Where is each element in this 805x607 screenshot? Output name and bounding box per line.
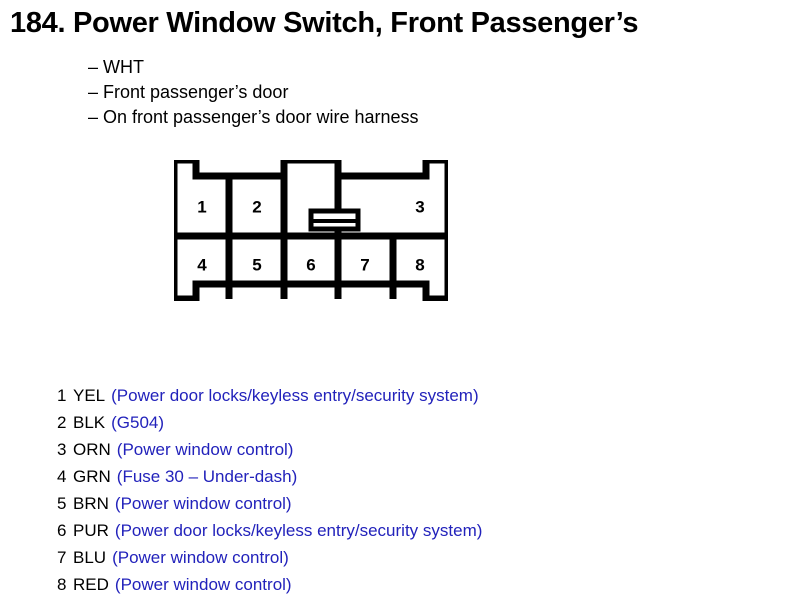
dash-marker: – [88, 82, 99, 102]
pin-label-1: 1 [197, 197, 206, 216]
pin-legend-row: 5 BRN (Power window control) [57, 490, 757, 517]
pin-number: 7 [57, 548, 67, 567]
wire-color-code: PUR [73, 521, 109, 540]
pin-label-3: 3 [415, 197, 424, 216]
circuit-description: (Power window control) [114, 494, 292, 513]
pin-number: 4 [57, 467, 67, 486]
subtitle-text: WHT [103, 57, 144, 77]
pin-legend-row: 2 BLK (G504) [57, 409, 757, 436]
wire-color-code: GRN [73, 467, 111, 486]
pin-legend-row: 6 PUR (Power door locks/keyless entry/se… [57, 517, 757, 544]
subtitle-item: – Front passenger’s door [88, 80, 648, 105]
dash-marker: – [88, 107, 99, 127]
subtitle-item: – On front passenger’s door wire harness [88, 105, 648, 130]
wire-color-code: BLK [73, 413, 106, 432]
pin-number: 1 [57, 386, 67, 405]
subtitle-item: – WHT [88, 55, 648, 80]
pin-legend-list: 1 YEL (Power door locks/keyless entry/se… [57, 382, 757, 598]
pin-number: 3 [57, 440, 67, 459]
circuit-description: (Power door locks/keyless entry/security… [114, 521, 483, 540]
circuit-description: (Power window control) [112, 548, 289, 567]
pin-label-2: 2 [252, 197, 261, 216]
wire-color-code: YEL [73, 386, 106, 405]
pin-label-8: 8 [415, 255, 424, 274]
wire-color-code: BLU [73, 548, 107, 567]
subtitle-text: On front passenger’s door wire harness [103, 107, 419, 127]
pin-legend-row: 7 BLU (Power window control) [57, 544, 757, 571]
connector-diagram: 1 2 3 4 5 6 7 8 [174, 160, 448, 301]
wire-color-code: BRN [73, 494, 109, 513]
circuit-description: (Power window control) [116, 440, 294, 459]
subtitle-list: – WHT – Front passenger’s door – On fron… [88, 55, 648, 130]
subtitle-text: Front passenger’s door [103, 82, 289, 102]
pin-number: 8 [57, 575, 67, 594]
wire-color-code: ORN [73, 440, 111, 459]
pin-legend-row: 1 YEL (Power door locks/keyless entry/se… [57, 382, 757, 409]
pin-number: 2 [57, 413, 67, 432]
pin-label-6: 6 [306, 255, 315, 274]
circuit-description: (G504) [111, 413, 165, 432]
circuit-description: (Power window control) [114, 575, 292, 594]
connector-outline [174, 160, 448, 301]
pin-legend-row: 8 RED (Power window control) [57, 571, 757, 598]
pin-number: 6 [57, 521, 67, 540]
pin-label-4: 4 [197, 255, 207, 274]
circuit-description: (Fuse 30 – Under-dash) [116, 467, 298, 486]
pin-number: 5 [57, 494, 67, 513]
pin-label-5: 5 [252, 255, 261, 274]
pin-legend-row: 3 ORN (Power window control) [57, 436, 757, 463]
pin-label-7: 7 [360, 255, 369, 274]
page-title-text: 184. Power Window Switch, Front Passenge… [10, 7, 639, 39]
pin-legend-row: 4 GRN (Fuse 30 – Under-dash) [57, 463, 757, 490]
dash-marker: – [88, 57, 99, 77]
circuit-description: (Power door locks/keyless entry/security… [111, 386, 479, 405]
wire-color-code: RED [73, 575, 109, 594]
